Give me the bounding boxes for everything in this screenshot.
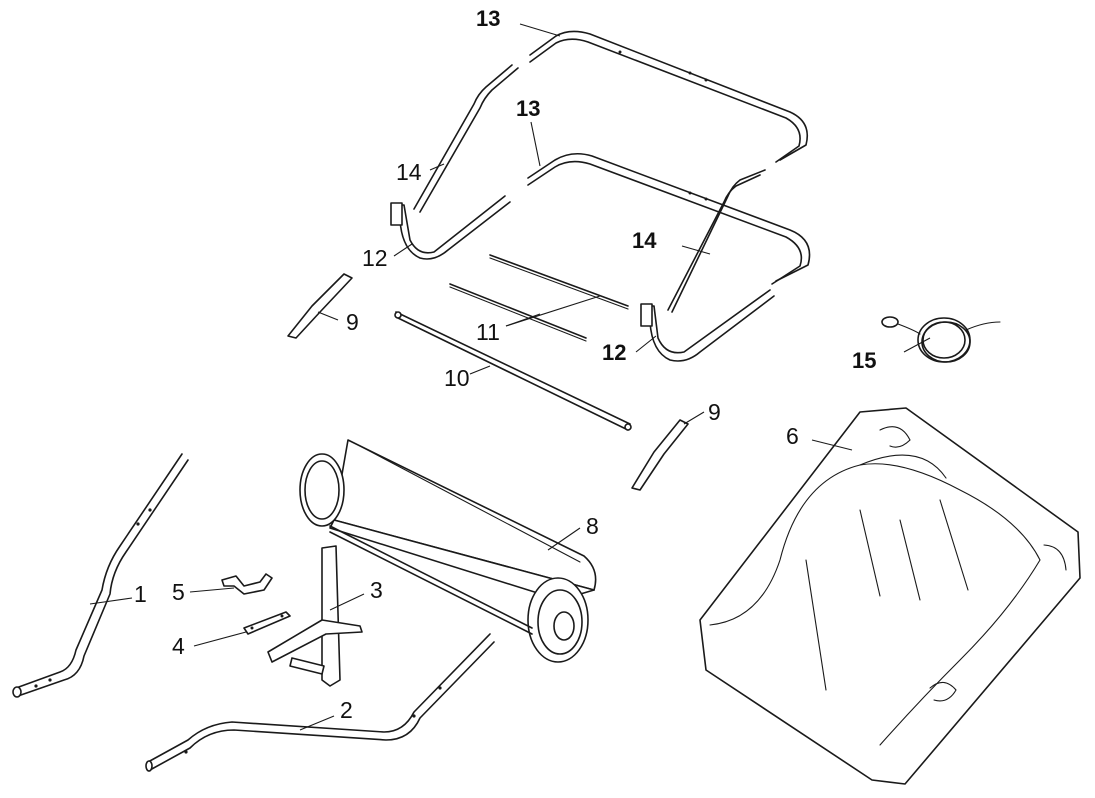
part-12-right-bracket (640, 289, 775, 362)
callout-15: 15 (852, 348, 876, 373)
callout-3: 3 (370, 577, 383, 603)
callouts: 13 13 14 12 14 12 9 9 10 11 15 6 8 1 3 5… (134, 6, 876, 723)
callout-9-right: 9 (708, 399, 721, 425)
callout-8: 8 (586, 513, 599, 539)
part-3-stand (267, 545, 363, 687)
callout-12-left: 12 (362, 245, 388, 271)
part-4-plate (243, 611, 291, 635)
part-6-cover-bag (699, 407, 1081, 785)
callout-12-right: 12 (602, 340, 626, 365)
part-15-cable-coil (881, 316, 1001, 363)
callout-2: 2 (340, 697, 353, 723)
part-11-rods (449, 254, 629, 342)
leader-lines (89, 23, 931, 731)
part-5-bracket (221, 573, 273, 595)
callout-14-right: 14 (632, 228, 657, 253)
part-1-left-handle (12, 453, 189, 698)
part-13-upper-frame (529, 30, 809, 163)
part-12-left-bracket (390, 195, 511, 260)
part-13-lower-frame (527, 152, 811, 285)
part-10-axle-bar (394, 311, 632, 431)
callout-13-middle: 13 (516, 96, 540, 121)
callout-1: 1 (134, 581, 147, 607)
part-9-left-link (287, 273, 353, 339)
part-14-left-bar (413, 64, 519, 213)
callout-4: 4 (172, 633, 185, 659)
callout-13-top: 13 (476, 6, 500, 31)
callout-14-left: 14 (396, 159, 422, 185)
part-14-right-bar (667, 169, 766, 313)
callout-11: 11 (476, 319, 500, 345)
part-2-lower-handle (145, 633, 495, 772)
callout-5: 5 (172, 579, 185, 605)
part-9-right-link (631, 419, 689, 491)
callout-9-left: 9 (346, 309, 359, 335)
callout-10: 10 (444, 365, 470, 391)
part-8-hopper-drum (299, 439, 597, 663)
callout-6: 6 (786, 423, 799, 449)
